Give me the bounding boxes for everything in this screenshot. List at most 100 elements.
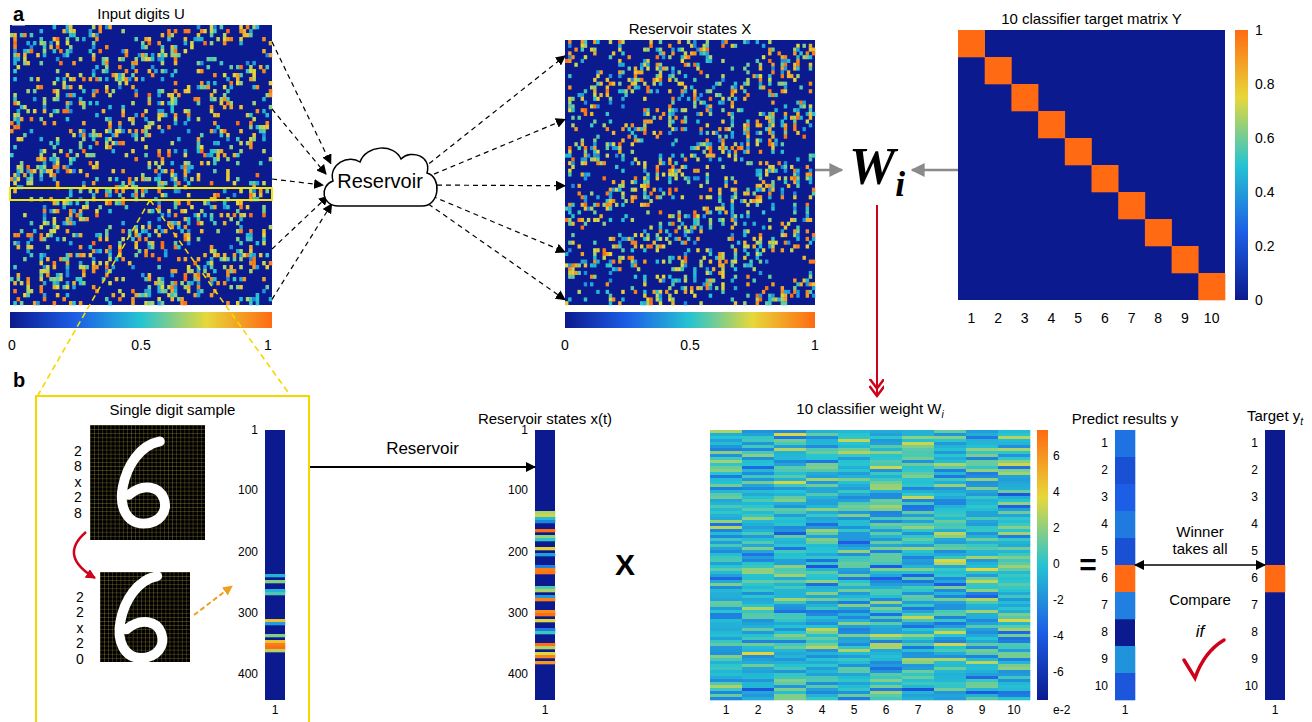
input-heatmap-cell (13, 113, 17, 117)
state-heatmap-cell (718, 138, 721, 142)
input-heatmap-cell (43, 45, 47, 49)
state-heatmap-cell (649, 44, 652, 48)
input-heatmap-cell (49, 173, 53, 177)
state-heatmap-cell (746, 138, 749, 142)
state-heatmap-cell (756, 74, 759, 78)
state-heatmap-cell (603, 161, 606, 165)
input-heatmap-cell (259, 161, 263, 165)
state-heatmap-cell (609, 120, 612, 124)
state-heatmap-cell (809, 154, 812, 158)
state-heatmap-cell (721, 74, 724, 78)
input-heatmap-cell (262, 69, 266, 73)
input-heatmap-cell (216, 157, 220, 161)
input-heatmap-cell (256, 297, 260, 301)
state-heatmap-cell (668, 123, 671, 127)
input-heatmap-cell (69, 221, 73, 225)
input-heatmap-cell (92, 53, 96, 57)
input-heatmap-cell (128, 229, 132, 233)
input-heatmap-cell (79, 73, 83, 77)
input-heatmap-cell (174, 181, 178, 185)
input-heatmap-cell (170, 297, 174, 301)
input-heatmap-cell (256, 109, 260, 113)
input-heatmap-cell (76, 201, 80, 205)
state-heatmap-cell (596, 157, 599, 161)
input-heatmap-cell (154, 169, 158, 173)
input-heatmap-cell (180, 301, 184, 305)
state-heatmap-cell (712, 154, 715, 158)
input-heatmap-cell (13, 49, 17, 53)
input-heatmap-cell (200, 81, 204, 85)
input-heatmap-cell (26, 293, 30, 297)
state-heatmap-cell (721, 59, 724, 63)
input-heatmap-cell (216, 153, 220, 157)
input-heatmap-cell (118, 81, 122, 85)
input-heatmap-cell (187, 233, 191, 237)
state-heatmap-cell (684, 63, 687, 67)
input-heatmap-cell (233, 193, 237, 197)
state-heatmap-cell (643, 161, 646, 165)
state-heatmap-cell (678, 48, 681, 52)
state-heatmap-cell (668, 74, 671, 78)
state-heatmap-cell (646, 112, 649, 116)
state-heatmap-cell (749, 161, 752, 165)
input-heatmap-cell (138, 233, 142, 237)
input-heatmap-cell (13, 117, 17, 121)
input-heatmap-cell (148, 233, 152, 237)
state-heatmap-cell (643, 165, 646, 169)
input-heatmap-cell (164, 113, 168, 117)
input-heatmap-cell (213, 149, 217, 153)
input-heatmap-cell (262, 49, 266, 53)
state-heatmap-cell (765, 127, 768, 131)
state-heatmap-cell (696, 48, 699, 52)
input-heatmap-cell (213, 249, 217, 253)
input-heatmap-cell (13, 233, 17, 237)
input-heatmap-cell (207, 57, 211, 61)
input-heatmap-cell (39, 85, 43, 89)
input-heatmap-cell (30, 77, 34, 81)
input-heatmap-cell (66, 269, 70, 273)
state-heatmap-cell (659, 161, 662, 165)
input-heatmap-cell (53, 49, 57, 53)
state-heatmap-cell (568, 101, 571, 105)
input-heatmap-cell (10, 33, 14, 37)
state-heatmap-cell (662, 112, 665, 116)
input-heatmap-cell (49, 233, 53, 237)
input-heatmap-cell (141, 189, 145, 193)
input-heatmap-cell (33, 41, 37, 45)
input-heatmap-cell (200, 85, 204, 89)
input-heatmap-cell (174, 289, 178, 293)
state-heatmap-cell (631, 142, 634, 146)
input-heatmap-cell (39, 277, 43, 281)
state-heatmap-cell (768, 116, 771, 120)
input-heatmap-cell (216, 125, 220, 129)
input-heatmap-cell (229, 65, 233, 69)
input-heatmap-cell (252, 181, 256, 185)
state-heatmap-cell (790, 165, 793, 169)
input-heatmap-cell (141, 137, 145, 141)
input-heatmap-cell (76, 213, 80, 217)
state-heatmap-cell (659, 116, 662, 120)
input-heatmap-cell (161, 113, 165, 117)
input-heatmap-cell (265, 121, 269, 125)
state-heatmap-cell (596, 82, 599, 86)
input-heatmap-cell (131, 181, 135, 185)
input-heatmap-cell (233, 73, 237, 77)
state-heatmap-cell (571, 55, 574, 59)
state-heatmap-cell (668, 180, 671, 184)
input-heatmap-cell (213, 89, 217, 93)
input-heatmap-cell (148, 37, 152, 41)
input-heatmap-cell (30, 221, 34, 225)
state-heatmap-cell (640, 138, 643, 142)
input-heatmap-cell (144, 237, 148, 241)
input-heatmap-cell (157, 57, 161, 61)
colorbar (1235, 30, 1248, 300)
input-heatmap-cell (30, 169, 34, 173)
state-heatmap-cell (728, 97, 731, 101)
input-heatmap-cell (30, 173, 34, 177)
input-heatmap-cell (148, 97, 152, 101)
input-heatmap-cell (30, 181, 34, 185)
input-heatmap-cell (177, 93, 181, 97)
input-heatmap-cell (148, 301, 152, 305)
input-heatmap-cell (43, 269, 47, 273)
input-heatmap-cell (92, 73, 96, 77)
